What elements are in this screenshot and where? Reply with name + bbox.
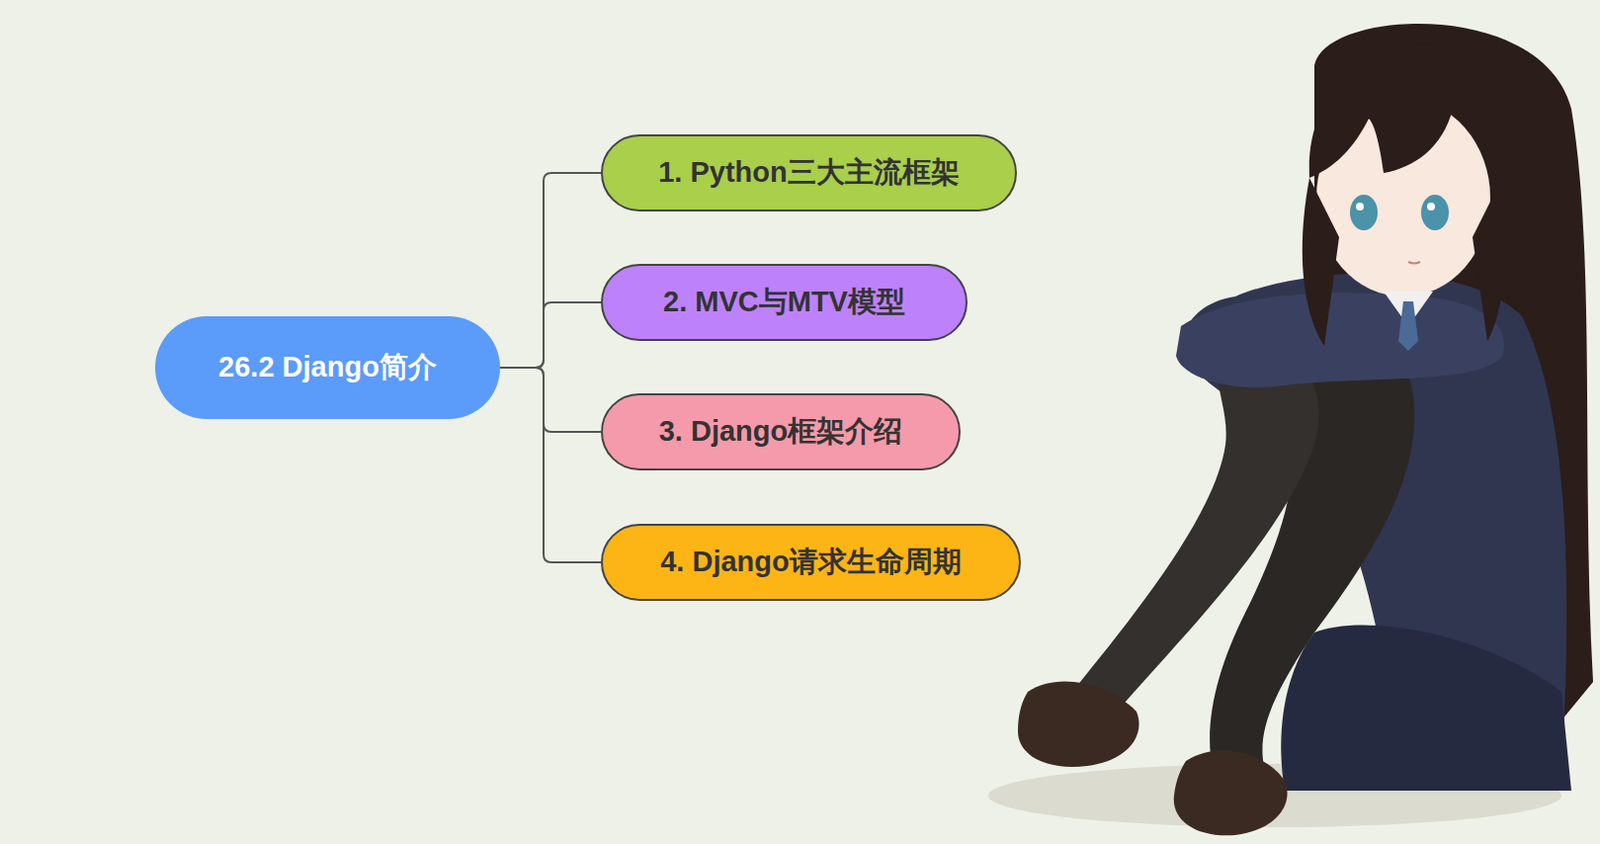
topic-text: 26.2 Django简介 [218,347,437,388]
root-topic: 26.2 Django简介 [155,316,501,420]
branch-line [500,367,601,432]
topic-text: 4. Django请求生命周期 [660,542,962,583]
subtopic-box: 2. MVC与MTV模型 [600,263,968,341]
branch-line [500,172,601,368]
topic-text: 2. MVC与MTV模型 [663,282,906,323]
topic-text: 3. Django框架介绍 [659,412,904,452]
subtopic-box: 3. Django框架介绍 [600,393,961,471]
topic-text: 1. Python三大主流框架 [658,153,960,193]
subtopic-box: 4. Django请求生命周期 [600,523,1021,601]
branch-line [500,367,601,563]
subtopic-box: 1. Python三大主流框架 [600,134,1017,212]
branch-line [500,302,601,368]
